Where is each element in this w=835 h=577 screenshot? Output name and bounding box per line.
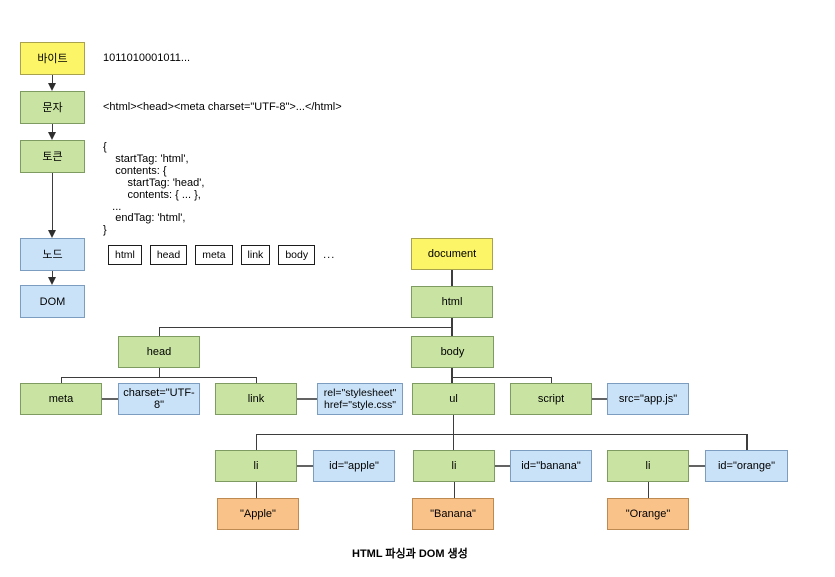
tree-edge xyxy=(255,433,257,450)
tree-attr-charset: charset="UTF-8" xyxy=(118,383,200,415)
tree-attr-rel-href: rel="stylesheet" href="style.css" xyxy=(317,383,403,415)
tree-node-document: document xyxy=(411,238,493,270)
tree-edge xyxy=(451,368,453,383)
attr-link xyxy=(297,465,313,467)
tree-edge xyxy=(60,376,62,383)
tree-node-script: script xyxy=(510,383,592,415)
tree-edge xyxy=(550,376,552,383)
tree-edge xyxy=(451,376,552,378)
node-chip-head: head xyxy=(149,245,188,265)
tree-text-orange: "Orange" xyxy=(607,498,689,530)
token-annotation: { startTag: 'html', contents: { startTag… xyxy=(103,141,205,237)
tree-edge xyxy=(452,415,454,434)
node-chips-row: html head meta link body ... xyxy=(108,245,335,265)
tree-edge xyxy=(158,326,160,336)
tree-edge xyxy=(255,433,748,435)
attr-link xyxy=(102,398,118,400)
flow-line xyxy=(51,271,54,278)
tree-node-li-1: li xyxy=(215,450,297,482)
chars-annotation: <html><head><meta charset="UTF-8">...</h… xyxy=(103,101,342,113)
tree-text-apple: "Apple" xyxy=(217,498,299,530)
pipeline-box-bytes: 바이트 xyxy=(20,42,85,75)
attr-link xyxy=(689,465,705,467)
token-line: } xyxy=(103,224,107,237)
pipeline-box-chars: 문자 xyxy=(20,91,85,124)
arrow-down-icon xyxy=(48,230,56,238)
tree-edge xyxy=(647,482,649,498)
tree-edge xyxy=(60,376,257,378)
node-chips-ellipsis: ... xyxy=(323,249,336,261)
tree-node-li-3: li xyxy=(607,450,689,482)
tree-node-head: head xyxy=(118,336,200,368)
attr-line: href="style.css" xyxy=(324,399,396,411)
node-chip-html: html xyxy=(108,245,142,265)
tree-edge xyxy=(255,376,257,383)
tree-node-meta: meta xyxy=(20,383,102,415)
token-line: endTag: 'html', xyxy=(103,212,186,225)
node-chip-link: link xyxy=(240,245,271,265)
tree-attr-src: src="app.js" xyxy=(607,383,689,415)
tree-edge xyxy=(453,482,455,498)
node-chip-body: body xyxy=(278,245,316,265)
tree-node-li-2: li xyxy=(413,450,495,482)
arrow-down-icon xyxy=(48,132,56,140)
tree-node-body: body xyxy=(411,336,494,368)
tree-edge xyxy=(451,270,453,286)
attr-link xyxy=(495,465,510,467)
bytes-annotation: 1011010001011... xyxy=(103,52,191,64)
attr-link xyxy=(592,398,607,400)
token-line: contents: { xyxy=(103,164,167,177)
pipeline-box-nodes: 노드 xyxy=(20,238,85,271)
pipeline-box-tokens: 토큰 xyxy=(20,140,85,173)
token-line: { xyxy=(103,141,107,153)
diagram-caption: HTML 파싱과 DOM 생성 xyxy=(352,548,468,560)
flow-line xyxy=(51,124,54,133)
attr-line: rel="stylesheet" xyxy=(323,387,397,399)
arrow-down-icon xyxy=(48,277,56,285)
pipeline-box-dom: DOM xyxy=(20,285,85,318)
tree-edge xyxy=(451,326,453,336)
tree-attr-id-apple: id="apple" xyxy=(313,450,395,482)
token-line: startTag: 'html', xyxy=(103,152,189,165)
arrow-down-icon xyxy=(48,83,56,91)
tree-node-link: link xyxy=(215,383,297,415)
tree-attr-id-banana: id="banana" xyxy=(510,450,592,482)
token-line: contents: { ... }, xyxy=(103,188,201,201)
tree-attr-id-orange: id="orange" xyxy=(705,450,788,482)
tree-edge xyxy=(452,433,454,450)
attr-link xyxy=(297,398,317,400)
token-line: ... xyxy=(103,200,122,213)
tree-node-html: html xyxy=(411,286,493,318)
tree-edge xyxy=(746,433,748,450)
node-chip-meta: meta xyxy=(195,245,233,265)
tree-edge xyxy=(158,326,453,328)
token-line: startTag: 'head', xyxy=(103,176,205,189)
flow-line xyxy=(51,173,54,230)
tree-edge xyxy=(255,482,257,498)
tree-edge xyxy=(451,318,453,327)
tree-edge xyxy=(158,368,160,377)
tree-text-banana: "Banana" xyxy=(412,498,494,530)
tree-node-ul: ul xyxy=(412,383,495,415)
flow-line xyxy=(51,75,54,84)
